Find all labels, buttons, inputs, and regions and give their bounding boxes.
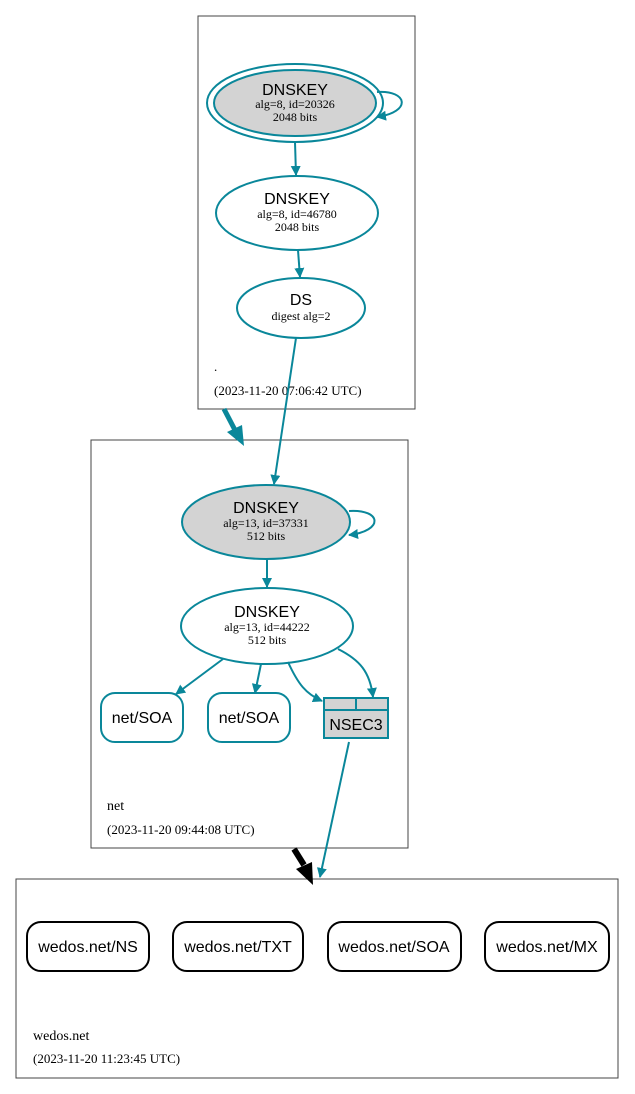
net-ksk-alg: alg=13, id=37331: [223, 516, 309, 530]
net-ksk-bits: 512 bits: [247, 529, 286, 543]
root-zsk-title: DNSKEY: [264, 191, 330, 208]
zone-net-box: [90, 439, 409, 849]
root-zsk-alg: alg=8, id=46780: [257, 207, 337, 221]
wedos-mx-label: wedos.net/MX: [495, 939, 598, 956]
wedos-txt-label: wedos.net/TXT: [183, 939, 292, 956]
delegation-root-to-net: [221, 407, 244, 446]
edge-net-zsk-to-soa-2: [251, 663, 262, 694]
zone-wedos-name: wedos.net: [33, 1029, 89, 1044]
wedos-mx-node: wedos.net/MX: [484, 921, 610, 972]
net-nsec3-node: NSEC3: [323, 697, 389, 739]
zone-wedos-timestamp: (2023-11-20 11:23:45 UTC): [33, 1051, 180, 1066]
wedos-ns-label: wedos.net/NS: [37, 939, 138, 956]
zone-wedos-box: [15, 878, 619, 1079]
root-ksk-self-loop: [376, 90, 403, 121]
net-soa-node-1: net/SOA: [100, 692, 184, 743]
net-soa-node-2: net/SOA: [207, 692, 291, 743]
root-ksk-alg: alg=8, id=20326: [255, 97, 335, 111]
edge-net-zsk-to-nsec3-b: [337, 648, 377, 698]
zone-net-name: net: [107, 799, 124, 814]
root-ds-node: DS digest alg=2: [236, 277, 366, 339]
edge-root-zsk-to-ds: [294, 249, 305, 278]
net-ksk-node: DNSKEY alg=13, id=37331 512 bits: [181, 484, 351, 560]
net-zsk-alg: alg=13, id=44222: [224, 620, 310, 634]
wedos-txt-node: wedos.net/TXT: [172, 921, 304, 972]
root-ksk-title: DNSKEY: [262, 82, 328, 99]
root-ds-title: DS: [290, 292, 312, 309]
delegation-net-to-wedos: [291, 847, 313, 885]
root-ksk-bits: 2048 bits: [273, 110, 318, 124]
net-ksk-title: DNSKEY: [233, 500, 299, 517]
edge-net-zsk-to-nsec3-a: [287, 661, 323, 702]
wedos-ns-node: wedos.net/NS: [26, 921, 150, 972]
root-zsk-bits: 2048 bits: [275, 220, 320, 234]
net-soa-label-2: net/SOA: [219, 710, 280, 727]
net-ksk-self-loop: [348, 509, 376, 539]
edge-root-ksk-to-zsk: [290, 141, 301, 176]
edge-net-zsk-to-soa-1: [175, 658, 224, 695]
wedos-soa-node: wedos.net/SOA: [327, 921, 462, 972]
root-ksk-node: DNSKEY alg=8, id=20326 2048 bits: [206, 63, 384, 143]
zone-root-name: .: [214, 359, 217, 374]
edge-nsec3-to-wedos: [317, 741, 350, 878]
net-zsk-bits: 512 bits: [248, 633, 287, 647]
root-ds-digest: digest alg=2: [271, 309, 330, 323]
net-nsec3-label: NSEC3: [329, 717, 382, 734]
zone-net-timestamp: (2023-11-20 09:44:08 UTC): [107, 822, 255, 837]
edge-root-ds-to-net-ksk: [270, 337, 297, 485]
net-zsk-node: DNSKEY alg=13, id=44222 512 bits: [180, 587, 354, 665]
root-zsk-node: DNSKEY alg=8, id=46780 2048 bits: [215, 175, 379, 251]
zone-root-box: [197, 15, 416, 410]
wedos-soa-label: wedos.net/SOA: [337, 939, 450, 956]
net-soa-label-1: net/SOA: [112, 710, 173, 727]
net-zsk-title: DNSKEY: [234, 604, 300, 621]
